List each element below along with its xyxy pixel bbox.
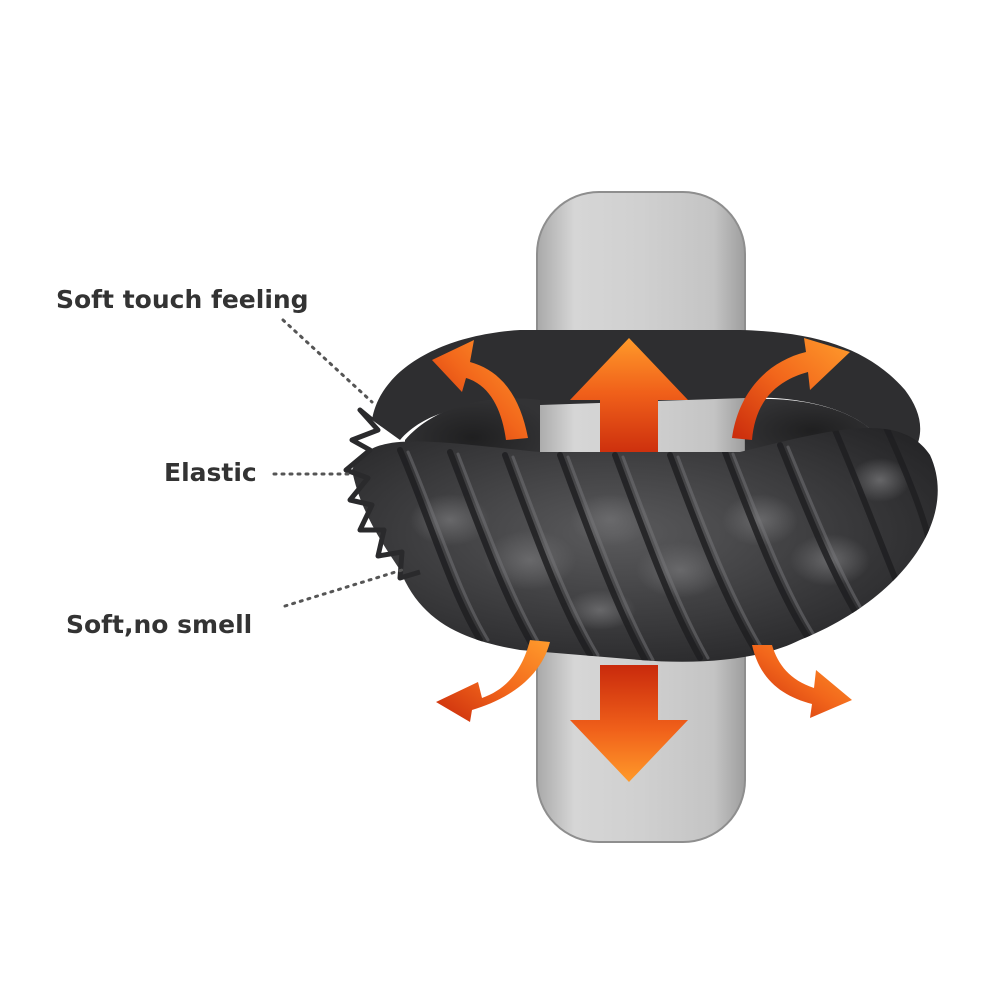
stretch-arrow-upper-right: [732, 338, 850, 440]
leader-line-soft-no-smell: [283, 568, 404, 608]
stretch-arrow-down: [570, 665, 688, 782]
leader-line-soft-touch: [281, 318, 374, 404]
stretch-arrow-upper-left: [432, 340, 528, 440]
callout-soft-touch: Soft touch feeling: [56, 285, 309, 314]
ring-front-shape: [343, 407, 938, 662]
stretch-arrow-up: [570, 338, 688, 460]
callout-soft-no-smell: Soft,no smell: [66, 610, 253, 639]
stretch-arrow-lower-right: [752, 645, 852, 718]
stretch-arrow-lower-left: [436, 640, 550, 722]
callout-elastic: Elastic: [164, 458, 257, 487]
